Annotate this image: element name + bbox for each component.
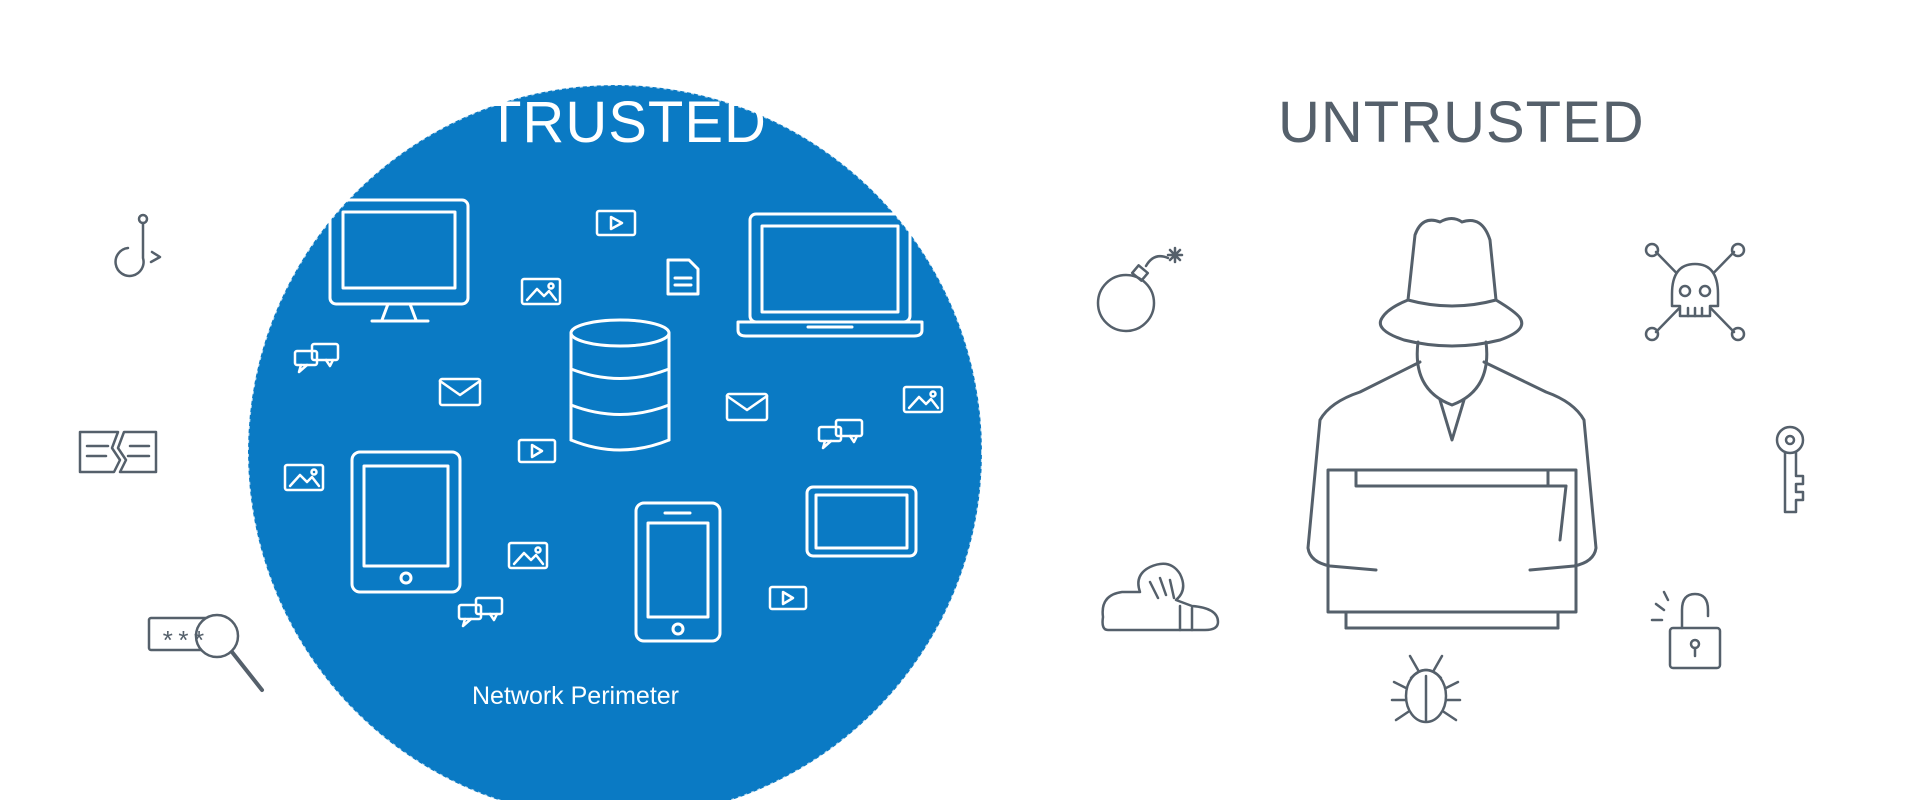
- skull-crossbones-icon: [1644, 242, 1746, 342]
- tablet-icon: [350, 450, 462, 594]
- email-icon: [438, 377, 482, 407]
- bug-icon: [1390, 654, 1462, 724]
- landscape-tablet-icon: [805, 485, 918, 558]
- network-perimeter-dashed-outline: [247, 84, 983, 800]
- image-icon: [902, 385, 944, 414]
- image-icon: [507, 541, 549, 570]
- unlocked-padlock-icon: [1650, 590, 1722, 670]
- network-perimeter-label: Network Perimeter: [472, 682, 679, 710]
- trusted-network-circle: [248, 85, 982, 800]
- trusted-heading: TRUSTED: [486, 90, 767, 155]
- worm-icon: [1101, 562, 1220, 632]
- phishing-hook-icon: [114, 213, 162, 278]
- chat-icon: [293, 342, 340, 374]
- untrusted-heading: UNTRUSTED: [1278, 90, 1645, 155]
- document-icon: [666, 258, 700, 296]
- hacker-icon: [1306, 217, 1598, 630]
- laptop-icon: [736, 212, 924, 338]
- database-icon: [569, 318, 671, 452]
- torn-card-icon: [78, 430, 158, 474]
- bomb-icon: [1096, 246, 1184, 333]
- password-field-text: ***: [160, 628, 207, 658]
- image-icon: [283, 463, 325, 492]
- desktop-icon: [328, 198, 470, 323]
- chat-icon: [457, 596, 504, 628]
- smartphone-icon: [634, 501, 722, 643]
- video-icon: [517, 438, 557, 464]
- video-icon: [595, 209, 637, 237]
- chat-icon: [817, 418, 864, 450]
- key-icon: [1775, 425, 1805, 514]
- password-search-icon: [147, 613, 264, 692]
- video-icon: [768, 585, 808, 611]
- email-icon: [725, 392, 769, 422]
- image-icon: [520, 277, 562, 306]
